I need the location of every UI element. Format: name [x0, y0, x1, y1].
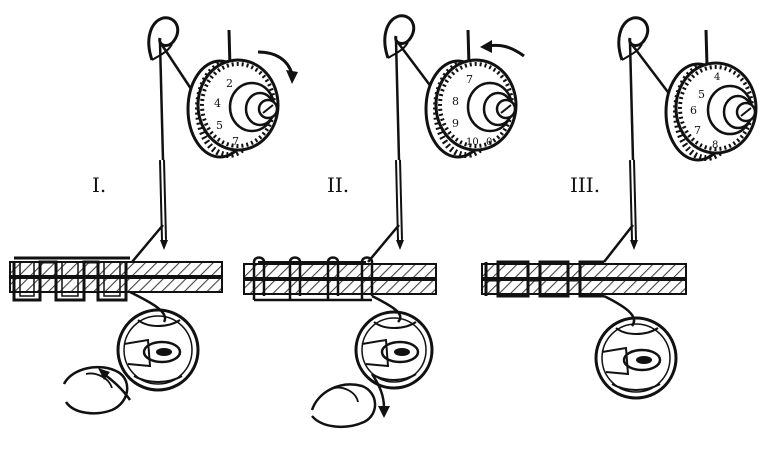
- bobbin-case: [116, 308, 200, 392]
- dial-number: 4: [714, 72, 720, 83]
- rotation-arrow-clockwise-icon: [257, 50, 294, 75]
- dial-number: 5: [698, 88, 705, 101]
- dial-number: 7: [232, 135, 239, 148]
- panel-3: III. 4 5 6 7 8: [481, 16, 758, 400]
- tension-dial: 2 4 5 7: [186, 58, 280, 159]
- tension-dial: 4 5 6 7 8: [664, 61, 758, 162]
- thumb-icon: [62, 365, 129, 415]
- dial-number: 10: [466, 137, 479, 148]
- needle: [395, 159, 404, 250]
- fabric-layers: [243, 263, 437, 295]
- dial-number: 7: [694, 124, 701, 137]
- dial-number: 5: [216, 119, 223, 132]
- needle: [629, 159, 638, 250]
- dial-number: 2: [226, 77, 233, 90]
- stitch-loops: [252, 256, 374, 302]
- needle: [159, 159, 168, 250]
- dial-number: 9: [452, 117, 459, 130]
- stitch-loops: [12, 256, 130, 302]
- panel-1: I. 2 4 5 7: [9, 16, 298, 415]
- fabric-layers: [481, 263, 687, 295]
- dial-number: 6: [690, 104, 697, 117]
- panel-3-label: III.: [570, 173, 600, 197]
- fabric-layers: [9, 261, 223, 293]
- dial-number: 8: [712, 140, 718, 151]
- rotation-arrow-counterclockwise-icon: [487, 43, 525, 58]
- dial-number: 0: [486, 137, 492, 148]
- tension-dial: 7 8 9 10 0: [424, 58, 518, 159]
- adjust-arrow-down-icon: [370, 373, 386, 409]
- panel-1-label: I.: [92, 173, 106, 197]
- dial-number: 8: [452, 95, 459, 108]
- panel-2-label: II.: [327, 173, 349, 197]
- bobbin-case: [354, 310, 434, 390]
- dial-number: 7: [466, 73, 473, 86]
- bobbin-case: [594, 316, 678, 400]
- stitch-loops: [484, 260, 604, 298]
- panel-2: II. 7 8 9 10 0: [243, 14, 525, 429]
- thumb-icon: [310, 383, 377, 429]
- dial-number: 4: [214, 97, 221, 110]
